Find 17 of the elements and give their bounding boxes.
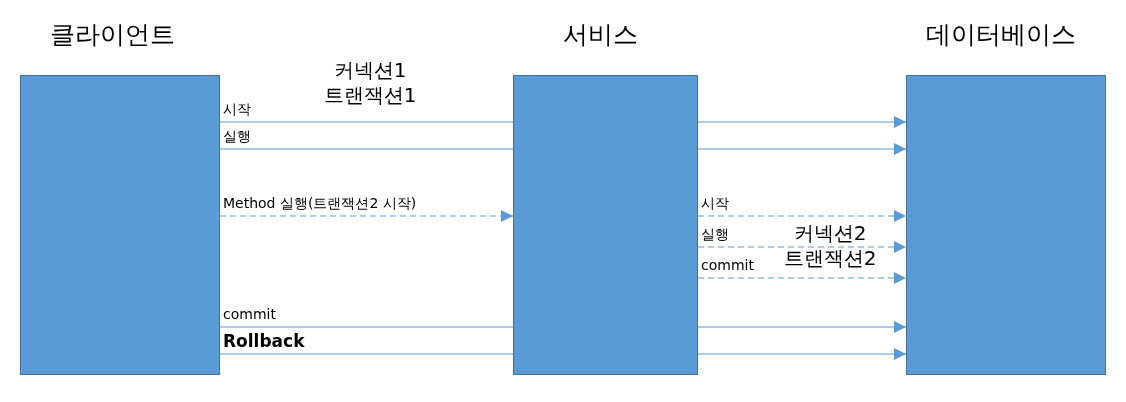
- arrow: [697, 348, 907, 360]
- dashed-arrow: [697, 272, 907, 284]
- dashed-arrow: [219, 210, 514, 222]
- dashed-arrow: [697, 241, 907, 253]
- edge-label: Method 실행(트랜잭션2 시작): [222, 195, 418, 212]
- arrow: [697, 116, 907, 128]
- arrow: [697, 321, 907, 333]
- arrow: [697, 143, 907, 155]
- edge-label: 시작: [222, 101, 252, 118]
- edge-label: 시작: [700, 195, 730, 212]
- lifeline-heading: 데이터베이스: [926, 19, 1076, 51]
- dashed-arrow: [697, 210, 907, 222]
- lifeline-heading: 클라이언트: [50, 19, 175, 51]
- edge-label: 실행: [700, 226, 730, 243]
- edge-label: 실행: [222, 128, 252, 145]
- lifeline-heading: 서비스: [563, 19, 638, 51]
- connection-note: 커넥션2 트랜잭션2: [782, 221, 878, 271]
